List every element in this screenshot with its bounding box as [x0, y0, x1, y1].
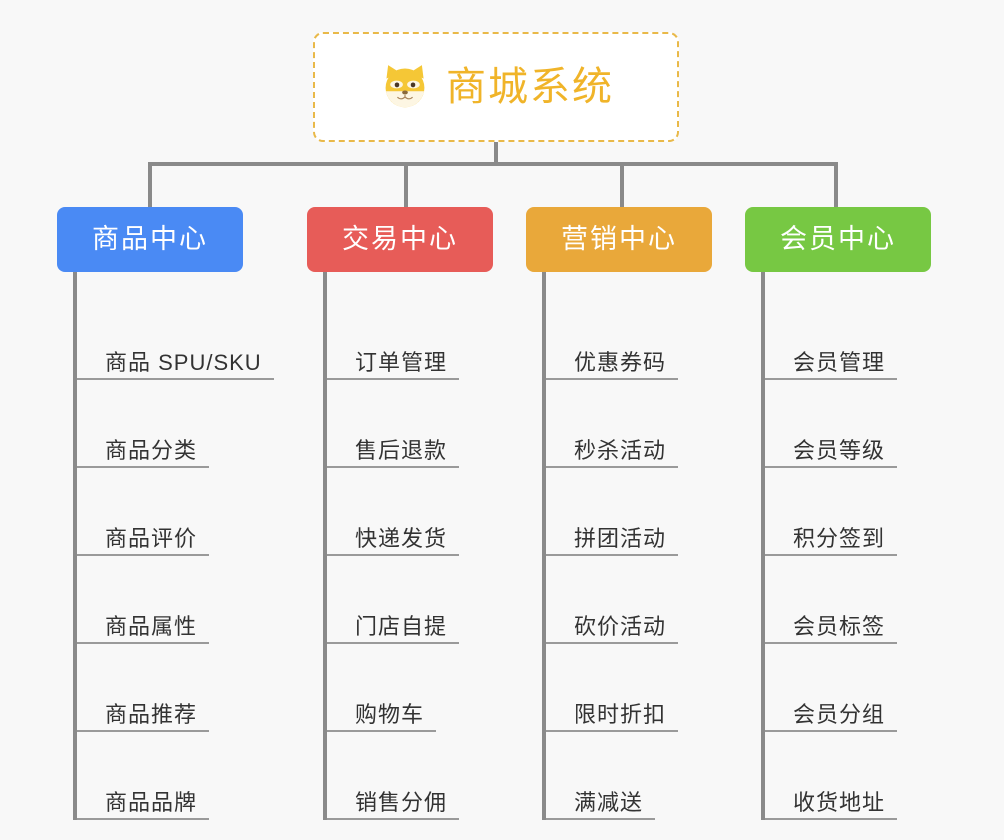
leaf-item[interactable]: 商品推荐 [77, 644, 262, 732]
leaf-item[interactable]: 秒杀活动 [546, 380, 712, 468]
leaf-item[interactable]: 满减送 [546, 732, 712, 820]
connector-drop-trade-center [404, 162, 408, 208]
leaf-item[interactable]: 售后退款 [327, 380, 493, 468]
leaf-item-label: 购物车 [355, 702, 425, 727]
leaf-item-label: 砍价活动 [574, 614, 667, 639]
leaf-item[interactable]: 购物车 [327, 644, 493, 732]
leaf-item[interactable]: 拼团活动 [546, 468, 712, 556]
leaf-item[interactable]: 商品品牌 [77, 732, 262, 820]
leaf-item-label: 优惠券码 [574, 350, 667, 375]
leaf-item-label: 会员分组 [793, 702, 886, 727]
connector-drop-product-center [148, 162, 152, 208]
leaf-item-label: 商品 SPU/SKU [105, 350, 262, 375]
root-title: 商城系统 [446, 65, 614, 109]
leaf-item[interactable]: 门店自提 [327, 556, 493, 644]
leaf-list-member-center: 会员管理 会员等级 积分签到 会员标签 会员分组 收货地址 [761, 272, 931, 820]
leaf-item-label: 订单管理 [355, 350, 448, 375]
shiba-dog-face-icon [378, 60, 432, 114]
leaf-item[interactable]: 商品分类 [77, 380, 262, 468]
leaf-item-label: 拼团活动 [574, 526, 667, 551]
leaf-item[interactable]: 会员分组 [765, 644, 931, 732]
leaf-item-label: 收货地址 [793, 790, 886, 815]
connector-drop-marketing-center [620, 162, 624, 208]
leaf-item-label: 商品品牌 [105, 790, 198, 815]
leaf-item-label: 门店自提 [355, 614, 448, 639]
leaf-item-label: 商品评价 [105, 526, 198, 551]
connector-root-stem [494, 142, 498, 164]
category-header-label: 会员中心 [780, 224, 896, 254]
category-header-trade-center[interactable]: 交易中心 [307, 207, 493, 272]
category-header-label: 营销中心 [561, 224, 677, 254]
category-column-marketing-center: 营销中心 优惠券码 秒杀活动 拼团活动 砍价活动 限时折扣 满减送 [526, 207, 712, 820]
leaf-item[interactable]: 商品 SPU/SKU [77, 272, 274, 380]
leaf-item[interactable]: 商品属性 [77, 556, 262, 644]
leaf-item-label: 会员管理 [793, 350, 886, 375]
leaf-item-label: 积分签到 [793, 526, 886, 551]
leaf-item-label: 限时折扣 [574, 702, 667, 727]
category-header-product-center[interactable]: 商品中心 [57, 207, 243, 272]
leaf-item[interactable]: 限时折扣 [546, 644, 712, 732]
leaf-list-product-center: 商品 SPU/SKU 商品分类 商品评价 商品属性 商品推荐 商品品牌 [73, 272, 274, 820]
leaf-item-label: 会员等级 [793, 438, 886, 463]
category-column-member-center: 会员中心 会员管理 会员等级 积分签到 会员标签 会员分组 收货地址 [745, 207, 931, 820]
connector-drop-member-center [834, 162, 838, 208]
leaf-item[interactable]: 订单管理 [327, 272, 493, 380]
leaf-item-label: 快递发货 [355, 526, 448, 551]
leaf-item[interactable]: 快递发货 [327, 468, 493, 556]
leaf-item-label: 售后退款 [355, 438, 448, 463]
leaf-item[interactable]: 收货地址 [765, 732, 931, 820]
category-header-marketing-center[interactable]: 营销中心 [526, 207, 712, 272]
leaf-item-label: 会员标签 [793, 614, 886, 639]
leaf-item-label: 满减送 [574, 790, 644, 815]
category-header-label: 交易中心 [342, 224, 458, 254]
connector-horizontal-bus [148, 162, 836, 166]
leaf-item[interactable]: 积分签到 [765, 468, 931, 556]
leaf-item[interactable]: 优惠券码 [546, 272, 712, 380]
leaf-item[interactable]: 商品评价 [77, 468, 262, 556]
category-column-product-center: 商品中心 商品 SPU/SKU 商品分类 商品评价 商品属性 商品推荐 商品品牌 [57, 207, 274, 820]
leaf-item[interactable]: 会员管理 [765, 272, 931, 380]
leaf-item-label: 销售分佣 [355, 790, 448, 815]
leaf-item-label: 商品推荐 [105, 702, 198, 727]
leaf-item[interactable]: 会员标签 [765, 556, 931, 644]
category-header-label: 商品中心 [92, 224, 208, 254]
leaf-list-marketing-center: 优惠券码 秒杀活动 拼团活动 砍价活动 限时折扣 满减送 [542, 272, 712, 820]
leaf-list-trade-center: 订单管理 售后退款 快递发货 门店自提 购物车 销售分佣 [323, 272, 493, 820]
leaf-item-label: 商品属性 [105, 614, 198, 639]
root-node[interactable]: 商城系统 [313, 32, 679, 142]
leaf-item[interactable]: 销售分佣 [327, 732, 493, 820]
leaf-item[interactable]: 砍价活动 [546, 556, 712, 644]
leaf-item-label: 秒杀活动 [574, 438, 667, 463]
category-header-member-center[interactable]: 会员中心 [745, 207, 931, 272]
category-column-trade-center: 交易中心 订单管理 售后退款 快递发货 门店自提 购物车 销售分佣 [307, 207, 493, 820]
leaf-item-label: 商品分类 [105, 438, 198, 463]
leaf-item[interactable]: 会员等级 [765, 380, 931, 468]
